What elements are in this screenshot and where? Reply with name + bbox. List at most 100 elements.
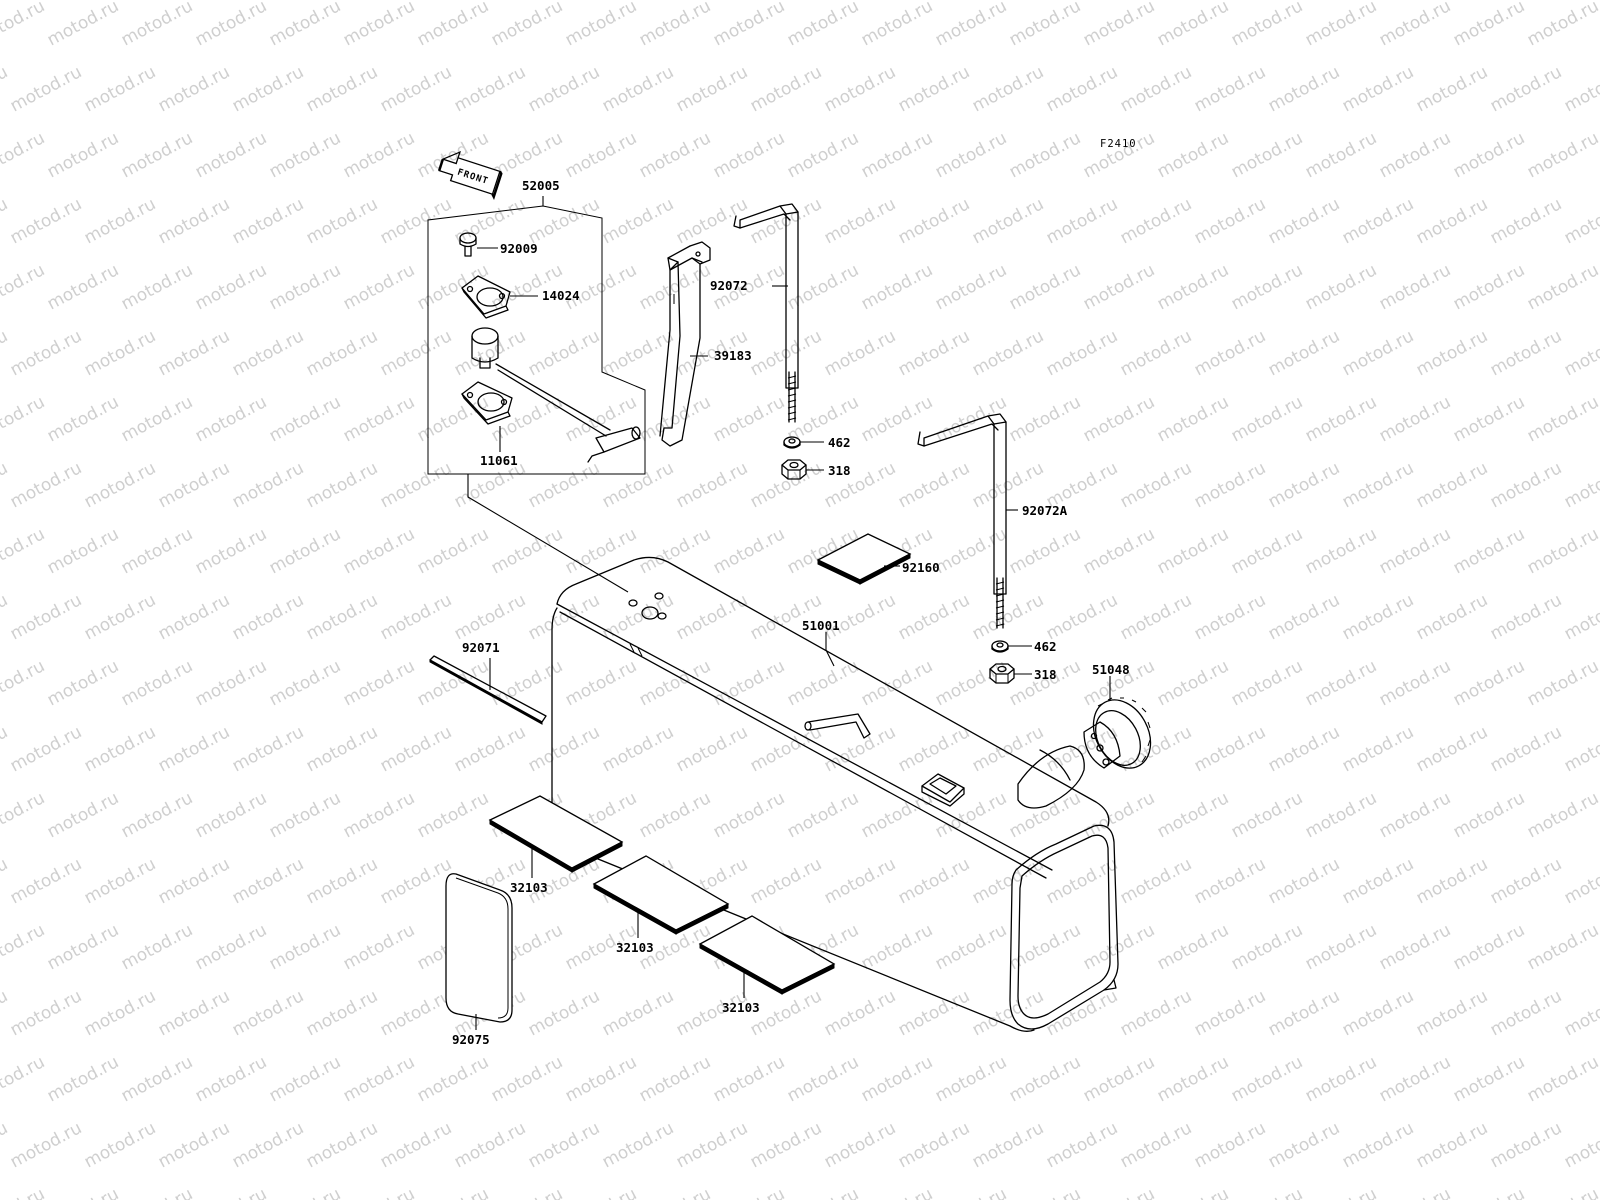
watermark-text: motod.ru	[229, 62, 307, 116]
watermark-text: motod.ru	[414, 788, 492, 842]
watermark-text: motod.ru	[155, 458, 233, 512]
watermark-text: motod.ru	[155, 590, 233, 644]
watermark-text: motod.ru	[303, 194, 381, 248]
watermark-text: motod.ru	[414, 0, 492, 50]
watermark-text: motod.ru	[118, 656, 196, 710]
watermark-text: motod.ru	[1339, 194, 1417, 248]
watermark-text: motod.ru	[1413, 1118, 1491, 1172]
watermark-text: motod.ru	[377, 194, 455, 248]
watermark-text: motod.ru	[1043, 1118, 1121, 1172]
watermark-text: motod.ru	[1080, 788, 1158, 842]
watermark-text: motod.ru	[1080, 524, 1158, 578]
watermark-text: motod.ru	[1487, 1118, 1565, 1172]
watermark-text: motod.ru	[821, 326, 899, 380]
watermark-text: motod.ru	[1080, 128, 1158, 182]
watermark-text: motod.ru	[1043, 986, 1121, 1040]
watermark-text: motod.ru	[1487, 458, 1565, 512]
watermark-text: motod.ru	[1228, 260, 1306, 314]
watermark-text: motod.ru	[1080, 920, 1158, 974]
watermark-text: motod.ru	[81, 1118, 159, 1172]
watermark-text: motod.ru	[1376, 524, 1454, 578]
watermark-text: motod.ru	[636, 656, 714, 710]
watermark-text: motod.ru	[1228, 524, 1306, 578]
watermark-text: motod.ru	[858, 260, 936, 314]
watermark-text: motod.ru	[229, 590, 307, 644]
watermark-text: motod.ru	[710, 1052, 788, 1106]
watermark-text: motod.ru	[784, 788, 862, 842]
watermark-text: motod.ru	[451, 326, 529, 380]
watermark-text: motod.ru	[599, 722, 677, 776]
watermark-text: motod.ru	[1265, 62, 1343, 116]
watermark-text: motod.ru	[784, 1052, 862, 1106]
watermark-text: motod.ru	[266, 0, 344, 50]
watermark-text: motod.ru	[784, 128, 862, 182]
watermark-text: motod.ru	[1376, 260, 1454, 314]
watermark-text: motod.ru	[7, 986, 85, 1040]
watermark-text: motod.ru	[562, 1184, 640, 1200]
watermark-text: motod.ru	[377, 986, 455, 1040]
watermark-text: motod.ru	[229, 722, 307, 776]
pad-32103-a	[488, 795, 624, 878]
watermark-text: motod.ru	[1302, 788, 1380, 842]
watermark-text: motod.ru	[303, 1118, 381, 1172]
watermark-text: motod.ru	[1376, 1052, 1454, 1106]
watermark-text: motod.ru	[1302, 128, 1380, 182]
watermark-text: motod.ru	[1450, 128, 1528, 182]
watermark-text: motod.ru	[784, 1184, 862, 1200]
watermark-text: motod.ru	[0, 788, 48, 842]
watermark-text: motod.ru	[1561, 986, 1600, 1040]
callout-462-upper: 462	[828, 435, 851, 450]
callout-11061: 11061	[480, 453, 518, 468]
watermark-text: motod.ru	[414, 260, 492, 314]
watermark-text: motod.ru	[266, 788, 344, 842]
callout-92071: 92071	[462, 640, 500, 655]
watermark-text: motod.ru	[932, 788, 1010, 842]
watermark-text: motod.ru	[488, 1052, 566, 1106]
watermark-text: motod.ru	[1265, 326, 1343, 380]
watermark-text: motod.ru	[0, 326, 11, 380]
watermark-text: motod.ru	[266, 656, 344, 710]
watermark-text: motod.ru	[636, 1052, 714, 1106]
watermark-text: motod.ru	[340, 0, 418, 50]
watermark-text: motod.ru	[192, 128, 270, 182]
watermark-text: motod.ru	[1191, 326, 1269, 380]
watermark-text: motod.ru	[1006, 260, 1084, 314]
strip-92071	[429, 655, 547, 725]
watermark-text: motod.ru	[710, 656, 788, 710]
watermark-text: motod.ru	[1117, 986, 1195, 1040]
watermark-text: motod.ru	[1154, 656, 1232, 710]
watermark-text: motod.ru	[821, 1118, 899, 1172]
watermark-text: motod.ru	[118, 0, 196, 50]
watermark-text: motod.ru	[1191, 986, 1269, 1040]
watermark-text: motod.ru	[1154, 1052, 1232, 1106]
watermark-text: motod.ru	[1302, 524, 1380, 578]
callout-39183: 39183	[714, 348, 752, 363]
watermark-text: motod.ru	[969, 986, 1047, 1040]
watermark-text: motod.ru	[451, 722, 529, 776]
watermark-text: motod.ru	[1339, 458, 1417, 512]
watermark-text: motod.ru	[932, 524, 1010, 578]
watermark-text: motod.ru	[118, 1184, 196, 1200]
watermark-text: motod.ru	[414, 1052, 492, 1106]
watermark-text: motod.ru	[599, 986, 677, 1040]
watermark-text: motod.ru	[377, 326, 455, 380]
watermark-text: motod.ru	[1413, 986, 1491, 1040]
watermark-text: motod.ru	[525, 326, 603, 380]
callout-32103-b: 32103	[616, 940, 654, 955]
plate-14024	[461, 275, 538, 319]
watermark-text: motod.ru	[303, 722, 381, 776]
watermark-text: motod.ru	[895, 326, 973, 380]
watermark-text: motod.ru	[747, 1118, 825, 1172]
watermark-text: motod.ru	[895, 194, 973, 248]
watermark-text: motod.ru	[266, 1052, 344, 1106]
pad-32103-b	[592, 855, 730, 938]
watermark-text: motod.ru	[7, 62, 85, 116]
watermark-text: motod.ru	[1524, 0, 1600, 50]
pad-92160	[816, 533, 912, 585]
watermark-text: motod.ru	[1561, 458, 1600, 512]
watermark-text: motod.ru	[340, 1184, 418, 1200]
watermark-text: motod.ru	[0, 128, 48, 182]
watermark-text: motod.ru	[525, 1118, 603, 1172]
watermark-text: motod.ru	[81, 986, 159, 1040]
watermark-text: motod.ru	[118, 128, 196, 182]
